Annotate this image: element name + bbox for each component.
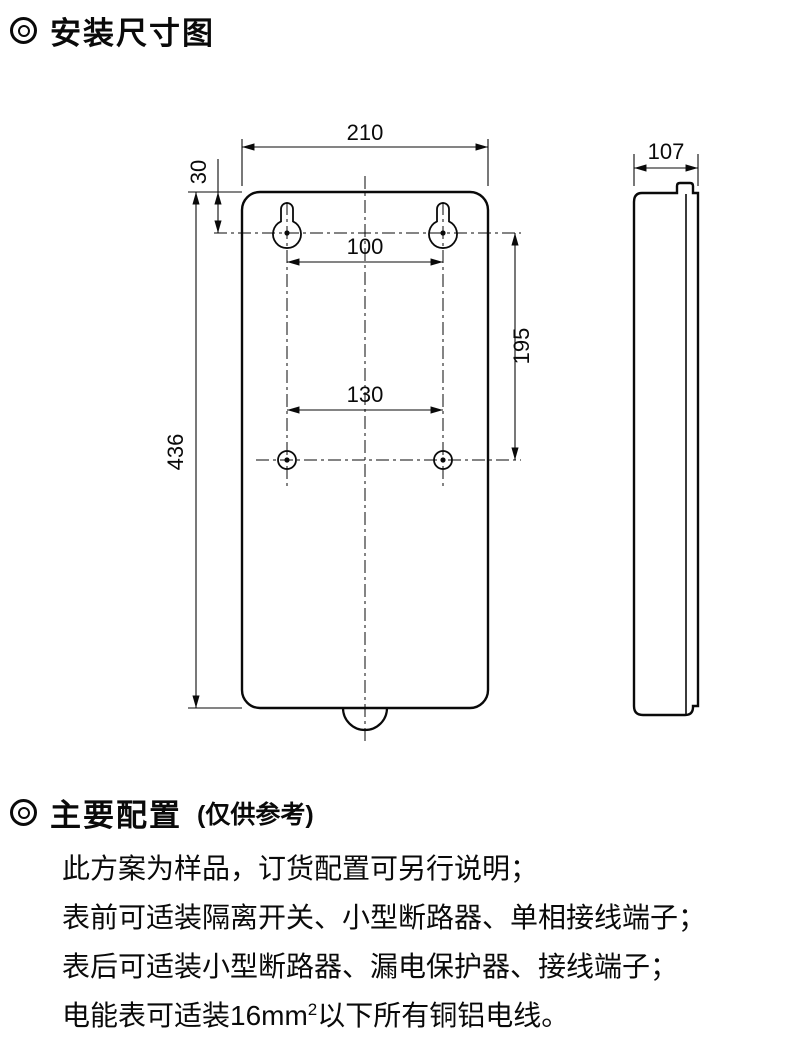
bottom-cable-bump [341, 707, 389, 732]
center-lines [214, 176, 521, 742]
dim-width-label: 210 [347, 120, 384, 145]
dim-bottom-hole-spacing-label: 130 [347, 382, 384, 407]
config-line: 表后可适装小型断路器、漏电保护器、接线端子； [62, 951, 679, 982]
mounting-keyhole-right [428, 202, 458, 249]
mounting-keyhole-left [272, 202, 302, 249]
double-circle-inner [17, 24, 30, 37]
meter-box-outline [240, 190, 490, 710]
config-section-subtitle: (仅供参考) [197, 800, 314, 829]
config-text-block: 此方案为样品，订货配置可另行说明； 表前可适装隔离开关、小型断路器、单相接线端子… [62, 854, 792, 1054]
wire-line-suffix: 以下所有铜铝电线。 [317, 1000, 570, 1031]
mounting-hole-bottom-right [433, 450, 453, 470]
side-view [632, 154, 700, 717]
side-profile-outline [632, 181, 700, 717]
install-section-header: 安装尺寸图 [10, 8, 215, 53]
double-circle-inner [17, 806, 30, 819]
install-section-title: 安装尺寸图 [50, 16, 215, 51]
config-section-title: 主要配置 [50, 798, 182, 833]
depth-dimension-lines [633, 154, 699, 186]
dimension-labels: 210 30 100 195 130 436 107 [163, 120, 684, 470]
dim-top-hole-spacing-label: 100 [347, 234, 384, 259]
front-view [214, 176, 521, 742]
dim-hole-row-spacing-label: 195 [509, 328, 534, 365]
wire-line-prefix: 电能表可适装16mm [62, 1000, 308, 1031]
dim-top-offset-label: 30 [186, 160, 211, 184]
installation-dimension-drawing: 210 30 100 195 130 436 107 [163, 120, 700, 742]
hole-center-dots [284, 230, 446, 463]
double-circle-icon [10, 799, 37, 826]
config-line-wire: 电能表可适装16mm2以下所有铜铝电线。 [62, 1000, 792, 1034]
dim-height-label: 436 [163, 434, 188, 471]
config-line: 此方案为样品，订货配置可另行说明； [62, 853, 539, 884]
config-line: 表前可适装隔离开关、小型断路器、单相接线端子； [62, 902, 707, 933]
wire-line-superscript: 2 [307, 1000, 318, 1019]
mounting-hole-bottom-left [277, 450, 297, 470]
double-circle-icon [10, 17, 37, 44]
config-section-header: 主要配置 (仅供参考) [10, 790, 314, 835]
dimension-lines [188, 139, 519, 709]
dim-depth-label: 107 [648, 139, 685, 164]
